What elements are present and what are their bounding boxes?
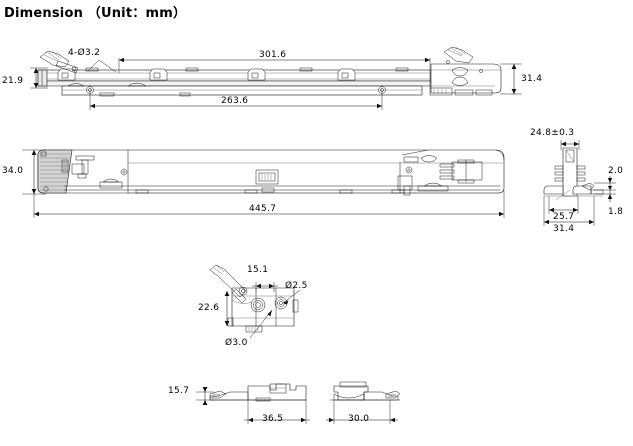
leader-dia-3-0 [249,309,273,339]
clip-b [330,381,401,401]
dim-label-section-width-outer: 31.4 [553,224,575,234]
dim-15-1 [252,282,278,292]
top-view-geometry [30,46,522,110]
dim-445-7 [33,190,505,218]
dim-2-0 [594,176,616,191]
dim-301-6 [118,57,431,88]
dim-22-6 [224,291,230,326]
dim-label-length-lower: 263.6 [221,96,249,106]
dim-label-section-width-inner: 25.7 [553,212,575,222]
dim-label-bracket-hole-upper: Ø2.5 [285,281,308,291]
dim-30-0 [326,400,398,424]
dim-24-8 [560,140,580,150]
dim-25-7 [548,196,579,214]
side-right-mechanism [397,149,505,196]
dim-label-section-thickness-lower: 1.8 [608,207,624,217]
dim-label-side-height: 34.0 [2,166,24,176]
dim-label-bracket-width: 15.1 [247,265,269,275]
dim-label-clip-a-width: 36.5 [262,414,284,424]
dim-label-section-width-top: 24.8±0.3 [530,128,575,138]
dim-36-5 [244,400,310,424]
dim-label-hole-callout: 4-Ø3.2 [68,48,101,58]
dim-263-6 [89,90,383,110]
dim-15-7 [196,387,214,405]
detail-clips-geometry [196,381,401,424]
leader-dia-2-5 [282,289,301,305]
dim-label-side-length: 445.7 [249,204,277,214]
dim-label-bracket-hole-lower: Ø3.0 [225,338,248,348]
dim-label-section-thickness-upper: 2.0 [608,166,624,176]
dim-label-length-upper: 301.6 [259,50,287,60]
dim-21-9 [30,67,48,89]
clip-a [209,383,307,402]
dim-31-4-top [500,63,522,95]
dim-31-4-section [543,196,595,226]
section-view-geometry [543,140,616,226]
dim-1-8 [594,190,616,202]
dim-label-bracket-height: 22.6 [198,303,220,313]
side-connector [255,169,279,193]
dim-label-top-height-right: 31.4 [521,74,543,84]
dim-label-top-height-left: 21.9 [2,76,24,86]
top-left-lever [39,50,79,74]
dim-label-clip-b-width: 30.0 [348,414,370,424]
dim-label-clip-height: 15.7 [168,386,190,396]
top-right-mechanism [429,46,502,96]
side-view-geometry [22,149,505,218]
detail-bracket-geometry [209,264,301,339]
page-title: Dimension （Unit：mm） [4,6,187,21]
